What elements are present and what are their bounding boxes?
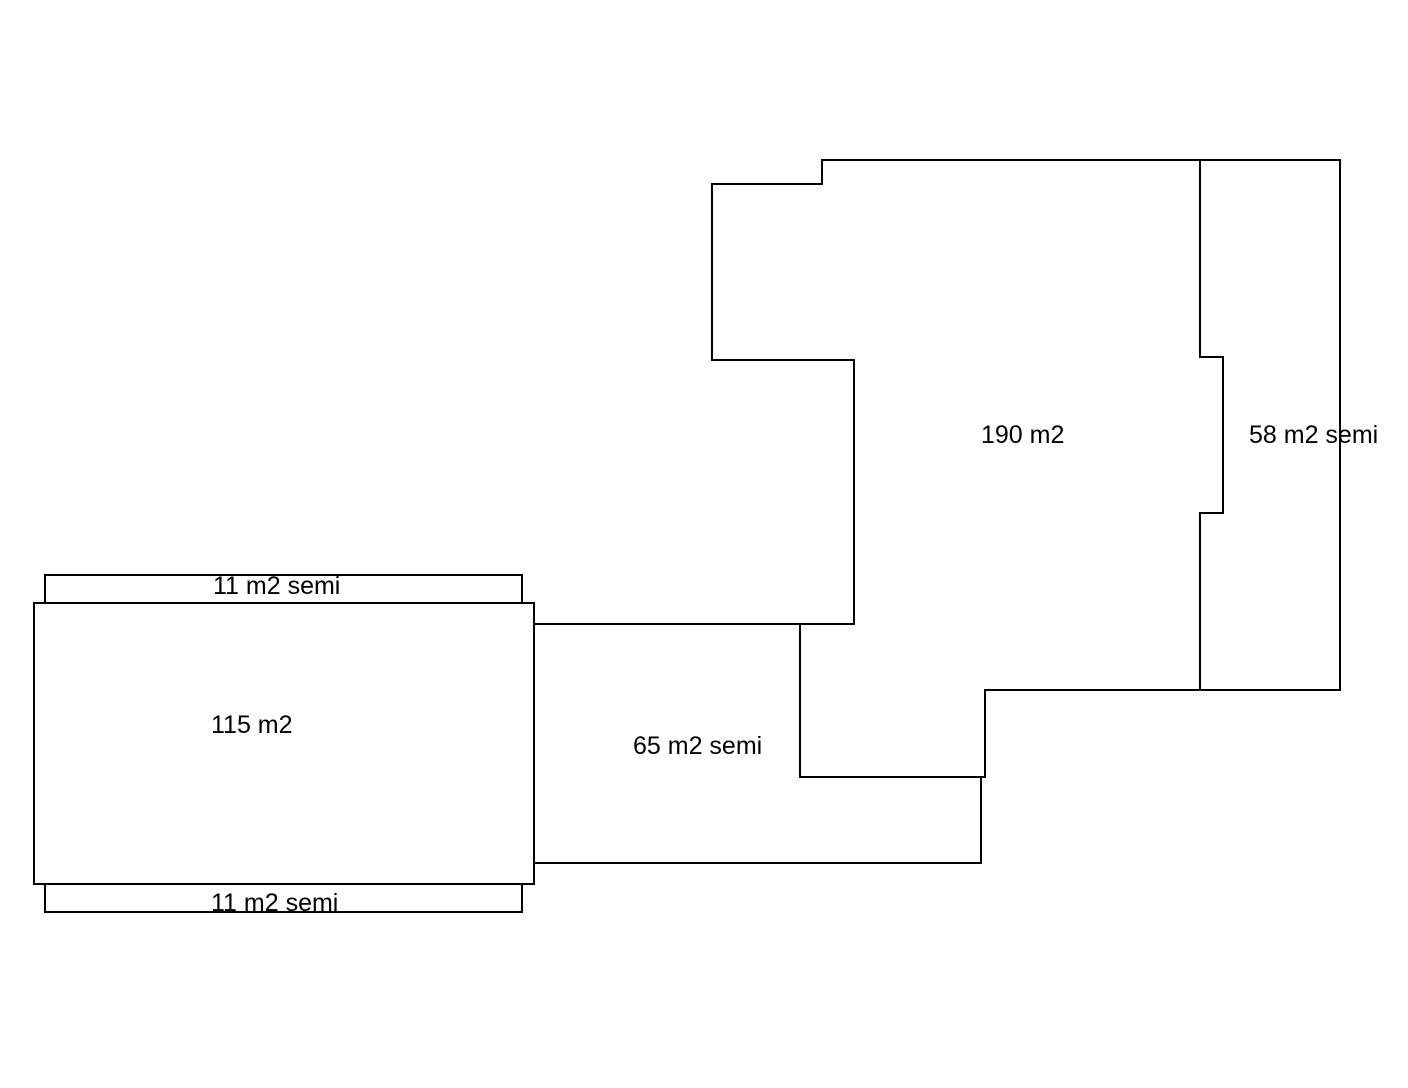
room-190-outline bbox=[711, 159, 1224, 778]
room-65-semi-outline-lower bbox=[533, 776, 982, 864]
label-115: 115 m2 bbox=[211, 711, 293, 739]
room-11-semi-bottom-outline bbox=[44, 883, 523, 913]
room-115-outline bbox=[33, 602, 535, 885]
label-11-semi-bottom: 11 m2 semi bbox=[211, 889, 338, 917]
label-11-semi-top: 11 m2 semi bbox=[213, 572, 340, 600]
label-190: 190 m2 bbox=[981, 421, 1064, 449]
label-58-semi: 58 m2 semi bbox=[1249, 421, 1378, 449]
room-11-semi-top-outline bbox=[44, 574, 523, 604]
label-65-semi: 65 m2 semi bbox=[633, 732, 762, 760]
room-58-semi-outline bbox=[1199, 159, 1341, 691]
